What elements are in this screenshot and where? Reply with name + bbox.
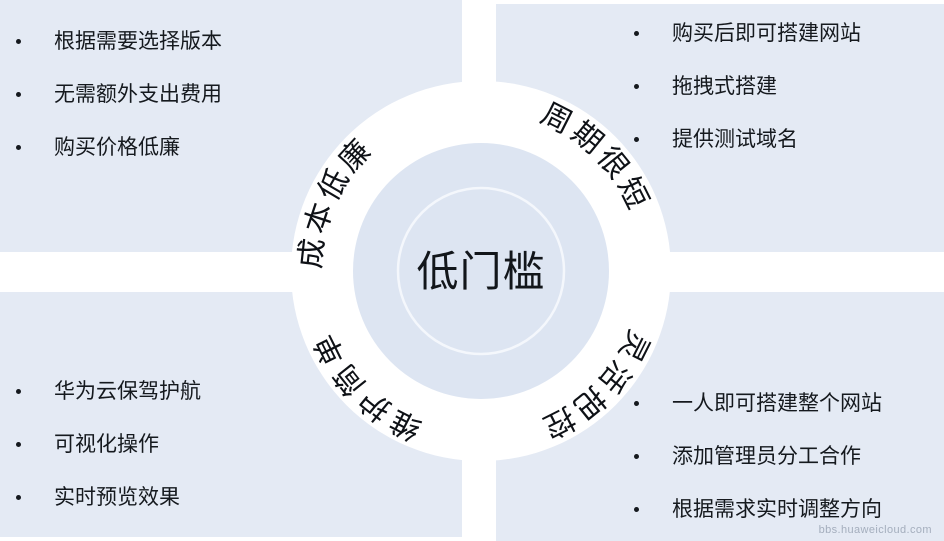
bullet-list-maintenance: 华为云保驾护航 可视化操作 实时预览效果 <box>14 378 201 511</box>
bullet-dot-icon <box>634 137 639 142</box>
bullet-dot-icon <box>634 84 639 89</box>
bullet-dot-icon <box>634 454 639 459</box>
list-item-label: 实时预览效果 <box>54 486 180 509</box>
list-item-label: 拖拽式搭建 <box>672 75 777 98</box>
bullet-list-control: 一人即可搭建整个网站 添加管理员分工合作 根据需求实时调整方向 <box>632 390 882 523</box>
list-item-label: 华为云保驾护航 <box>54 380 201 403</box>
list-item: 无需额外支出费用 <box>14 81 222 108</box>
list-item: 添加管理员分工合作 <box>632 443 882 470</box>
list-item-label: 根据需要选择版本 <box>54 30 222 53</box>
bullet-dot-icon <box>634 507 639 512</box>
diagram-center-label: 低门槛 <box>416 248 545 295</box>
bullet-list-cost: 根据需要选择版本 无需额外支出费用 购买价格低廉 <box>14 28 222 161</box>
list-item-label: 购买后即可搭建网站 <box>672 22 861 45</box>
bullet-dot-icon <box>16 92 21 97</box>
inner-disc <box>353 143 609 399</box>
list-item-label: 提供测试域名 <box>672 128 798 151</box>
list-item: 根据需求实时调整方向 <box>632 496 882 523</box>
list-item: 实时预览效果 <box>14 484 201 511</box>
bullet-dot-icon <box>16 389 21 394</box>
list-item-label: 可视化操作 <box>54 433 159 456</box>
list-item: 购买后即可搭建网站 <box>632 20 861 47</box>
bullet-dot-icon <box>16 442 21 447</box>
circular-diagram: 成本低廉 周期很短 维护简单 灵活把控 低门槛 <box>286 76 676 466</box>
bullet-list-cycle: 购买后即可搭建网站 拖拽式搭建 提供测试域名 <box>632 20 861 153</box>
list-item-label: 添加管理员分工合作 <box>672 445 861 468</box>
bullet-dot-icon <box>16 495 21 500</box>
list-item-label: 一人即可搭建整个网站 <box>672 392 882 415</box>
list-item: 根据需要选择版本 <box>14 28 222 55</box>
list-item: 购买价格低廉 <box>14 134 222 161</box>
list-item-label: 根据需求实时调整方向 <box>672 498 882 521</box>
list-item: 一人即可搭建整个网站 <box>632 390 882 417</box>
watermark: bbs.huaweicloud.com <box>818 524 932 536</box>
inner-outline-ring <box>396 186 566 356</box>
list-item-label: 购买价格低廉 <box>54 136 180 159</box>
bullet-dot-icon <box>634 31 639 36</box>
list-item: 华为云保驾护航 <box>14 378 201 405</box>
bullet-dot-icon <box>16 39 21 44</box>
list-item-label: 无需额外支出费用 <box>54 83 222 106</box>
list-item: 可视化操作 <box>14 431 201 458</box>
list-item: 提供测试域名 <box>632 126 861 153</box>
bullet-dot-icon <box>16 145 21 150</box>
list-item: 拖拽式搭建 <box>632 73 861 100</box>
bullet-dot-icon <box>634 401 639 406</box>
